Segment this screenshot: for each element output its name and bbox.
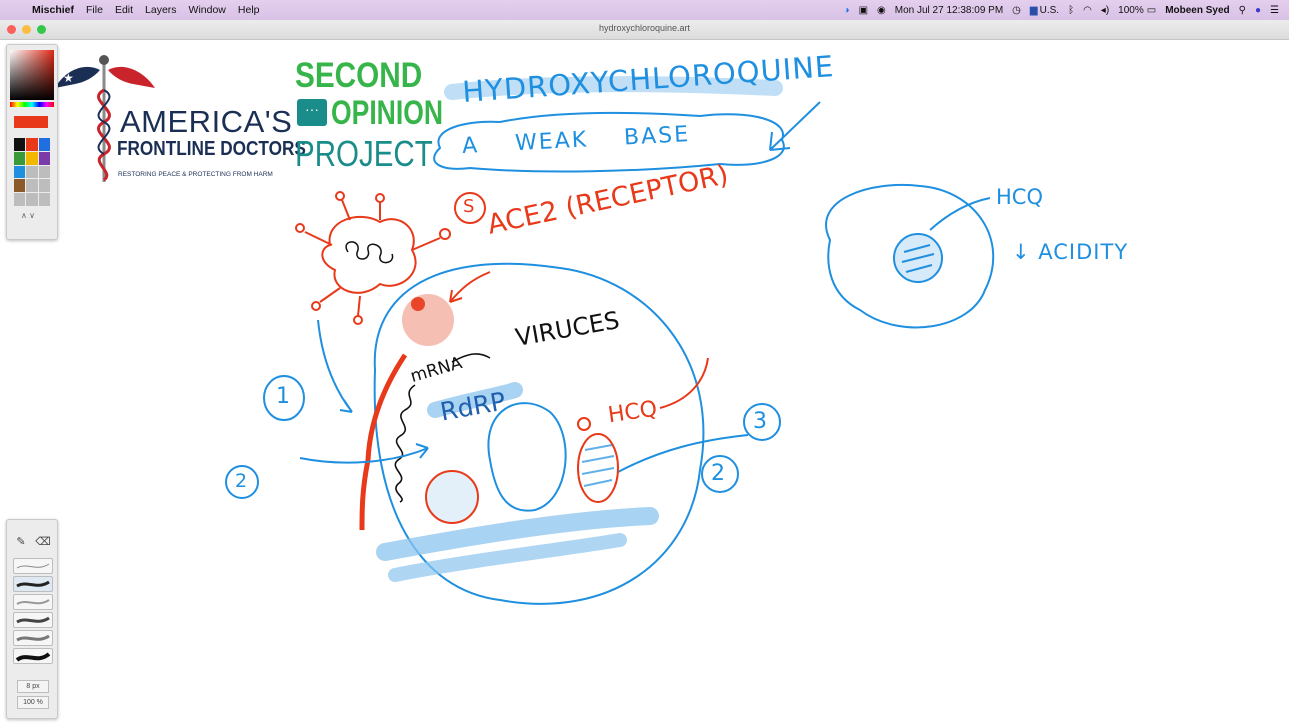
s-label: S xyxy=(463,196,474,217)
input-source-flag-icon[interactable]: ▆ xyxy=(1030,5,1038,16)
step-2-right-label: 2 xyxy=(711,461,725,486)
window-title-bar: hydroxychloroquine.art xyxy=(0,20,1289,40)
color-palette-panel: ∧ ∨ xyxy=(6,44,58,240)
current-color-swatch[interactable] xyxy=(14,116,48,128)
wifi-icon[interactable]: ◠ xyxy=(1083,5,1092,16)
bluetooth-icon[interactable]: ᛒ xyxy=(1068,5,1074,16)
clock-datetime[interactable]: Mon Jul 27 12:38:09 PM xyxy=(895,5,1003,16)
menu-layers[interactable]: Layers xyxy=(145,4,177,16)
screen-record-icon[interactable]: ▣ xyxy=(859,5,868,16)
acidity-annotation: ↓ ACIDITY xyxy=(1012,240,1128,264)
menu-edit[interactable]: Edit xyxy=(115,4,133,16)
menu-file[interactable]: File xyxy=(86,4,103,16)
input-source-label[interactable]: U.S. xyxy=(1040,5,1059,16)
palette-scroll-arrows-icon[interactable]: ∧ ∨ xyxy=(21,211,35,220)
siri-icon[interactable]: ● xyxy=(1255,5,1261,16)
zoom-readout[interactable]: 100 % xyxy=(17,696,49,709)
hue-slider[interactable] xyxy=(10,102,54,107)
pen-icon[interactable]: ✎ xyxy=(13,534,29,550)
eraser-icon[interactable]: ⌫ xyxy=(35,534,51,550)
step-3-label: 3 xyxy=(753,409,767,434)
app-menu[interactable]: Mischief xyxy=(32,4,74,16)
time-machine-icon[interactable]: ◷ xyxy=(1012,5,1021,16)
notification-center-icon[interactable]: ☰ xyxy=(1270,5,1279,16)
menu-window[interactable]: Window xyxy=(189,4,226,16)
volume-icon[interactable]: ◂) xyxy=(1101,5,1109,16)
user-name[interactable]: Mobeen Syed xyxy=(1165,5,1229,16)
step-1-label: 1 xyxy=(276,384,290,409)
color-swatch-grid[interactable] xyxy=(14,138,50,206)
window-title: hydroxychloroquine.art xyxy=(0,23,1289,33)
hcq-right-annotation: HCQ xyxy=(996,185,1043,209)
color-picker-gradient[interactable] xyxy=(10,50,54,100)
battery-icon[interactable]: ▭ xyxy=(1147,5,1156,16)
menu-bar: Mischief File Edit Layers Window Help ◑ … xyxy=(0,0,1289,20)
brush-tools-panel: ✎ ⌫ 8 px 100 % xyxy=(6,519,58,719)
google-drive-icon[interactable]: ◑ xyxy=(844,5,850,16)
step-2-left-label: 2 xyxy=(235,470,247,492)
battery-percent[interactable]: 100% xyxy=(1118,5,1144,16)
brush-stroke-previews xyxy=(15,560,51,670)
menu-help[interactable]: Help xyxy=(238,4,260,16)
brush-size-readout[interactable]: 8 px xyxy=(17,680,49,693)
spotlight-search-icon[interactable]: ⚲ xyxy=(1239,5,1246,16)
camera-icon[interactable]: ◉ xyxy=(877,5,886,16)
